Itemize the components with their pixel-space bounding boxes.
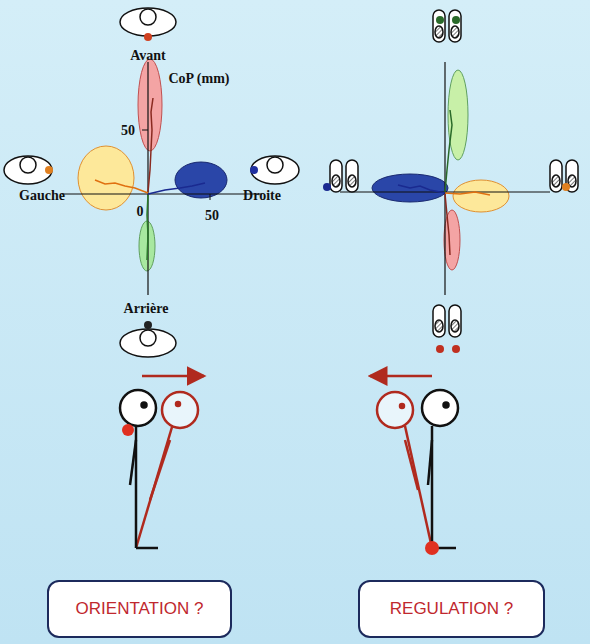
- direction-label: Avant: [130, 48, 166, 64]
- box-text: ORIENTATION ?: [76, 599, 204, 619]
- question-box: REGULATION ?: [358, 580, 545, 638]
- axis-tick: 50: [205, 208, 219, 224]
- box-text: REGULATION ?: [390, 599, 513, 619]
- direction-label: Gauche: [19, 188, 65, 204]
- axis-tick: 0: [137, 204, 144, 220]
- question-box: ORIENTATION ?: [47, 580, 232, 638]
- axis-unit: CoP (mm): [168, 71, 229, 87]
- direction-label: Droite: [243, 188, 281, 204]
- axis-tick: 50: [121, 123, 135, 139]
- direction-label: Arrière: [124, 301, 169, 317]
